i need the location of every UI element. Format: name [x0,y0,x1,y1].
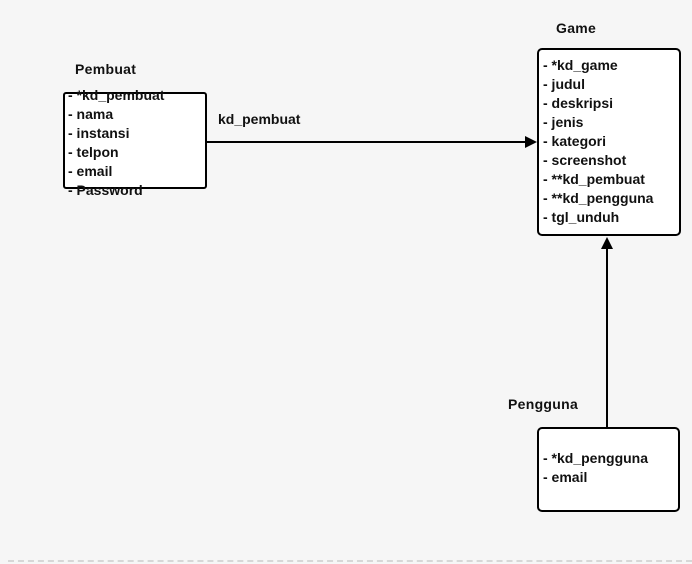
field-item: - *kd_game [543,57,618,73]
field-item: - screenshot [543,152,627,168]
field-list-pembuat: - *kd_pembuat - nama - instansi - telpon - e… [68,86,164,200]
field-item: - judul [543,76,585,92]
field-item: - tgl_unduh [543,209,620,225]
field-item: - kategori [543,133,607,149]
entity-title-game: Game [556,20,597,36]
arrowhead-up-icon [601,237,613,249]
field-item: - *kd_pembuat [68,87,165,103]
field-item: - **kd_pengguna [543,190,654,206]
connector-pembuat-game-line [207,141,529,143]
field-item: - *kd_pengguna [543,450,649,466]
field-list-game: - *kd_game - judul - deskripsi - jenis - kat… [543,56,653,227]
entity-box-game [537,48,681,236]
field-item: - telpon [68,144,119,160]
field-item: - deskripsi [543,95,614,111]
field-item: - **kd_pembuat [543,171,645,187]
field-item: - Password [68,182,143,198]
connector-pengguna-game-line [606,248,608,428]
entity-box-pembuat [63,92,207,189]
entity-box-pengguna [537,427,680,512]
field-item: - nama [68,106,114,122]
field-item: - instansi [68,125,130,141]
arrowhead-right-icon [525,136,537,148]
field-item: - jenis [543,114,584,130]
entity-title-pembuat: Pembuat [75,61,137,77]
field-item: - email [68,163,113,179]
field-item: - email [543,469,588,485]
entity-title-pengguna: Pengguna [508,396,579,412]
connector-pembuat-game-label: kd_pembuat [218,111,301,127]
bottom-dashed-rule [8,560,692,562]
field-list-pengguna: - *kd_pengguna - email [543,449,648,487]
